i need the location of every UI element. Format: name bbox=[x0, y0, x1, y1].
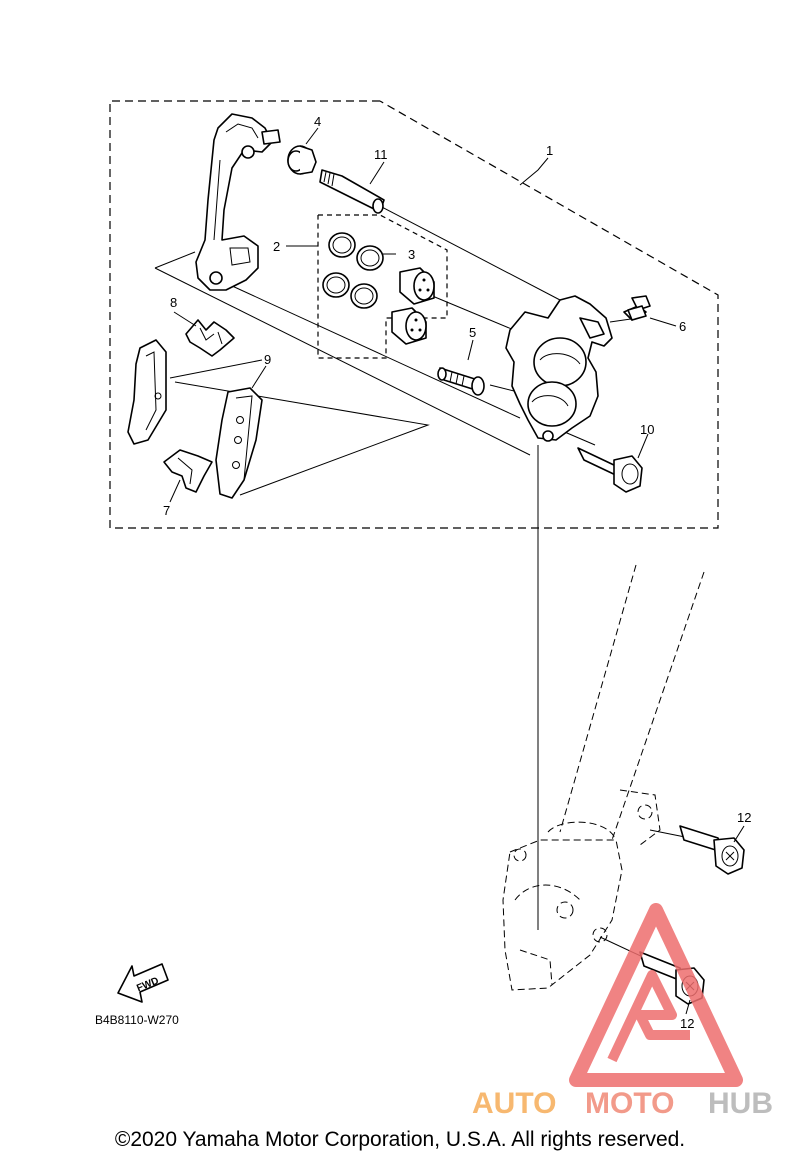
watermark-hub: HUB bbox=[708, 1087, 773, 1120]
bolt-part-10 bbox=[577, 447, 643, 493]
callout-11: 11 bbox=[374, 147, 388, 162]
caliper-bracket bbox=[195, 113, 281, 291]
watermark-logo bbox=[569, 903, 743, 1087]
copyright-notice: ©2020 Yamaha Motor Corporation, U.S.A. A… bbox=[114, 1128, 686, 1151]
fork-leg bbox=[502, 564, 705, 991]
watermark-moto: MOTO bbox=[585, 1087, 674, 1120]
watermark-text: AUTO MOTO HUB bbox=[472, 1087, 773, 1120]
guide-lines bbox=[154, 204, 691, 959]
caliper-body bbox=[505, 295, 613, 442]
watermark-auto: AUTO bbox=[472, 1087, 556, 1120]
callout-6: 6 bbox=[679, 319, 686, 334]
diagram-code: B4B8110-W270 bbox=[95, 1013, 179, 1027]
callout-5: 5 bbox=[469, 325, 476, 340]
fwd-arrow-icon: FWD bbox=[117, 963, 169, 1003]
callout-1: 1 bbox=[546, 143, 553, 158]
assembly-boundary bbox=[109, 100, 719, 529]
callout-3: 3 bbox=[408, 247, 415, 262]
callout-10: 10 bbox=[640, 422, 654, 437]
brake-pads-part-9 bbox=[127, 339, 263, 499]
bolt-part-12-upper bbox=[679, 825, 745, 875]
boot-part-4 bbox=[287, 145, 317, 175]
callout-8: 8 bbox=[170, 295, 177, 310]
slide-pin-part-5 bbox=[437, 367, 485, 396]
clip-part-7 bbox=[163, 449, 213, 493]
callout-7: 7 bbox=[163, 503, 170, 518]
callout-leaders bbox=[169, 127, 745, 1015]
pad-spring-part-8 bbox=[185, 319, 235, 357]
callout-9: 9 bbox=[264, 352, 271, 367]
callout-12-lower: 12 bbox=[680, 1016, 694, 1031]
caliper-pistons bbox=[391, 267, 435, 345]
callout-12-upper: 12 bbox=[737, 810, 751, 825]
pin-bolt-part-11 bbox=[319, 169, 385, 214]
callout-2: 2 bbox=[273, 239, 280, 254]
callout-4: 4 bbox=[314, 114, 321, 129]
bleed-screw-part-6 bbox=[623, 295, 651, 321]
